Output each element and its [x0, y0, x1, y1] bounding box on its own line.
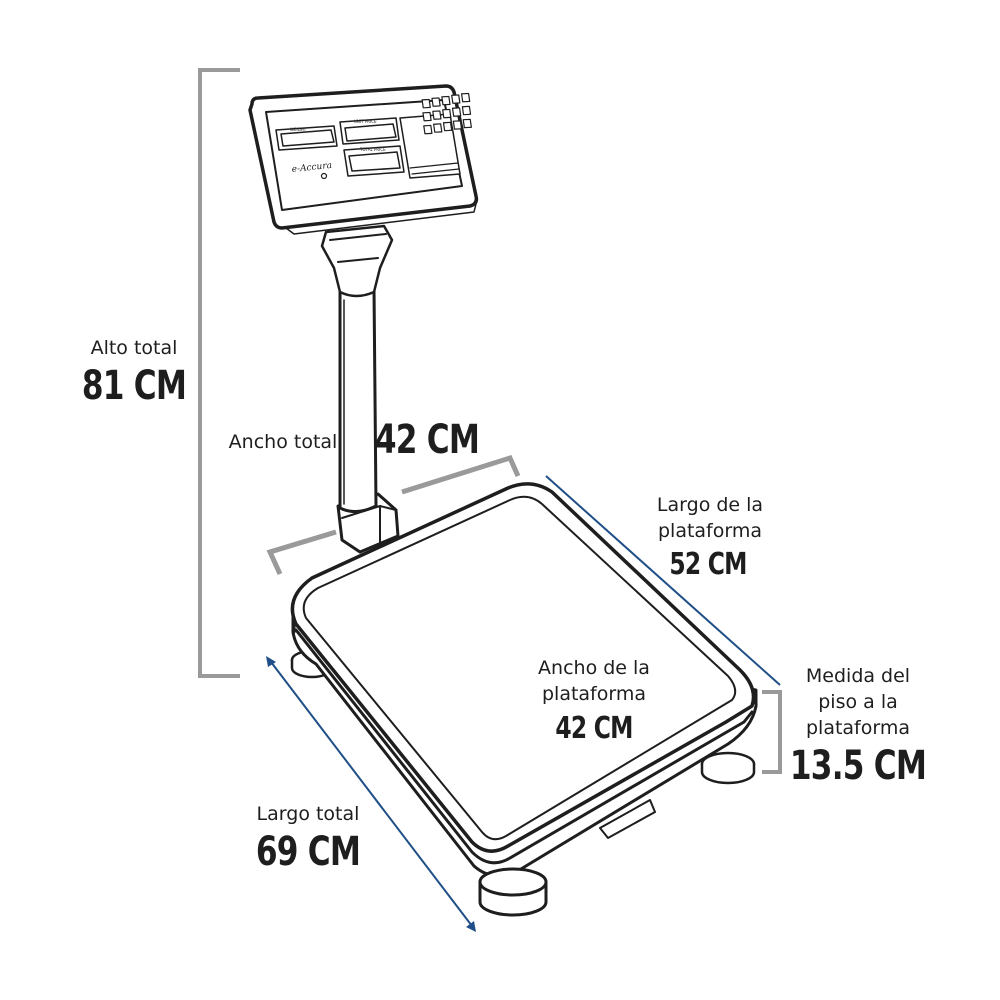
total-price-window [343, 145, 405, 177]
keypad-keys [421, 92, 472, 135]
total-height-value: 81 CM [81, 363, 187, 409]
total-height-label: Alto total [90, 337, 178, 359]
platform-length-label-line1: Largo de la [656, 494, 764, 516]
total-length-label: Largo total [256, 803, 360, 825]
platform-edge [292, 616, 754, 865]
back-right-foot [700, 751, 756, 785]
floor-height-label-line1: Medida del [805, 665, 911, 687]
power-button-icon [320, 172, 328, 180]
total-height-bracket [198, 68, 240, 678]
floor-height-label-line3: plataforma [805, 717, 911, 739]
total-width-label: Ancho total [228, 431, 338, 453]
total-length-arrow [266, 656, 476, 932]
platform-width-label-line2: plataforma [541, 683, 647, 705]
platform-length-label-line2: plataforma [657, 520, 763, 542]
unit-price-window [339, 117, 400, 145]
display-head: WEIGHT UNIT PRICE TOTAL PRICE e-Accura [248, 84, 479, 235]
underside-detail [599, 799, 656, 839]
platform-width-label-line1: Ancho de la [538, 657, 650, 679]
column [338, 286, 378, 513]
platform-width-value: 42 CM [555, 711, 633, 746]
total-width-value: 42 CM [374, 417, 480, 463]
front-foot [478, 867, 548, 917]
floor-height-label-line2: piso a la [818, 691, 898, 713]
scale-illustration: WEIGHT UNIT PRICE TOTAL PRICE e-Accura [248, 84, 758, 917]
display-panel [265, 99, 463, 211]
floor-height-value: 13.5 CM [789, 743, 927, 789]
platform-length-line [545, 475, 781, 686]
total-price-label: TOTAL PRICE [359, 147, 386, 152]
floor-height-bracket [762, 690, 782, 774]
platform-top [290, 482, 756, 853]
platform-length-value: 52 CM [669, 547, 747, 582]
total-width-bracket [266, 454, 521, 576]
weight-window [275, 125, 338, 151]
brand-logo: e-Accura [291, 161, 332, 175]
unit-price-label: UNIT PRICE [354, 119, 377, 124]
weight-label: WEIGHT [290, 127, 307, 132]
total-length-value: 69 CM [255, 829, 361, 875]
platform-inner-plate [302, 495, 737, 841]
